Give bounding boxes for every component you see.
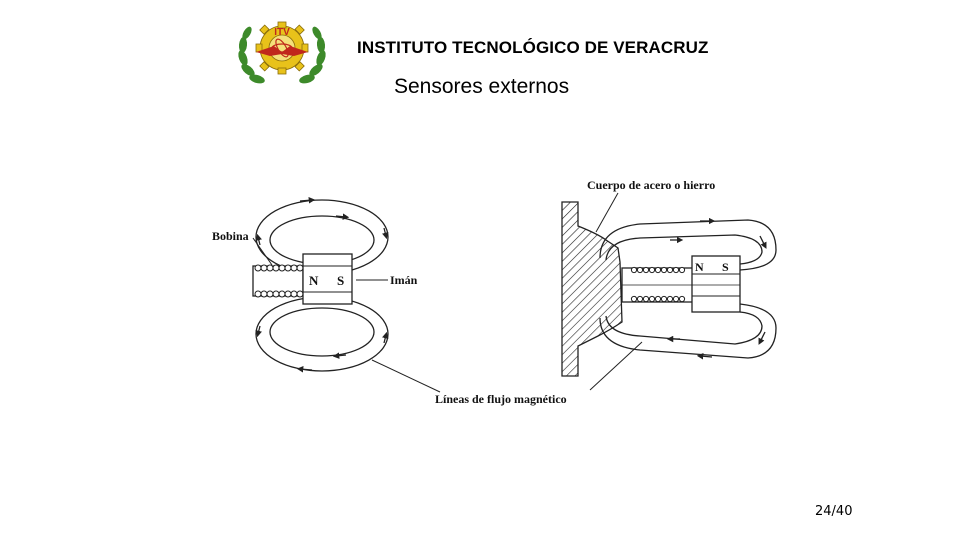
- north-pole-label: N: [309, 273, 319, 288]
- coil-label: Bobina: [212, 229, 249, 243]
- flux-loop-upper-inner-right: [605, 234, 763, 265]
- institute-logo: ITV: [234, 12, 330, 90]
- page-number: 24/40: [815, 504, 853, 519]
- steel-body-label: Cuerpo de acero o hierro: [587, 178, 715, 192]
- steel-body: [561, 201, 623, 377]
- slide-title: Sensores externos: [394, 75, 570, 98]
- magnet-block: [302, 253, 353, 305]
- flux-loop-lower-outer-right: [599, 303, 777, 359]
- flux-loop-upper-outer-right: [599, 219, 777, 271]
- magnet-block-right: [691, 255, 741, 313]
- flux-lines-label: Líneas de flujo magnético: [435, 392, 567, 406]
- magnet-label: Imán: [390, 273, 418, 287]
- north-pole-label-right: N: [695, 260, 704, 274]
- attached-sensor-figure: [599, 217, 777, 360]
- coil-windings: [254, 264, 304, 298]
- coil-windings-right: [630, 266, 686, 303]
- flux-loop-lower-inner: [269, 307, 375, 357]
- logo-lettering: ITV: [274, 27, 290, 38]
- institute-name: INSTITUTO TECNOLÓGICO DE VERACRUZ: [357, 38, 709, 57]
- south-pole-label: S: [337, 273, 344, 288]
- south-pole-label-right: S: [722, 260, 729, 274]
- flux-loop-lower-inner-right: [605, 311, 763, 345]
